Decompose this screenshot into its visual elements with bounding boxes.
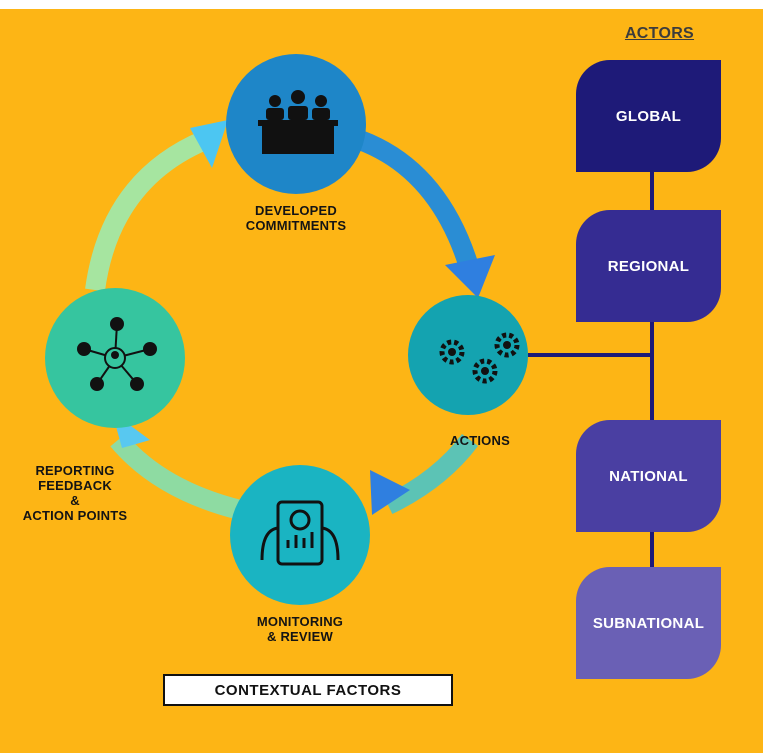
arrowhead-to-actions [445, 255, 495, 298]
arrowhead-to-monitoring [370, 470, 410, 515]
network-icon [83, 323, 151, 385]
monitoring-review-label: MONITORING & REVIEW [256, 614, 344, 644]
arrow-arc-top-right [356, 130, 480, 273]
actor-subnational: SUBNATIONAL [576, 567, 721, 679]
developed-commitments-label: DEVELOPED COMMITMENTS [245, 203, 347, 233]
monitoring-circle [230, 465, 370, 605]
actions-label: ACTIONS [450, 433, 510, 448]
arrow-arc-top-left [85, 130, 209, 292]
actions-circle [408, 295, 528, 415]
contextual-factors-box: CONTEXTUAL FACTORS [163, 674, 453, 706]
arrowhead-to-developed [190, 120, 228, 168]
reporting-feedback-label: REPORTING FEEDBACK & ACTION POINTS [22, 463, 128, 523]
arrow-arc-bottom-left [110, 433, 243, 520]
gears-icon [439, 332, 520, 384]
actor-regional: REGIONAL [576, 210, 721, 322]
actors-title: ACTORS [624, 25, 695, 42]
actor-national: NATIONAL [576, 420, 721, 532]
arrow-arc-bottom-right [383, 433, 478, 515]
meeting-icon [258, 90, 338, 154]
actor-global: GLOBAL [576, 60, 721, 172]
tablet-chart-icon [260, 500, 340, 566]
